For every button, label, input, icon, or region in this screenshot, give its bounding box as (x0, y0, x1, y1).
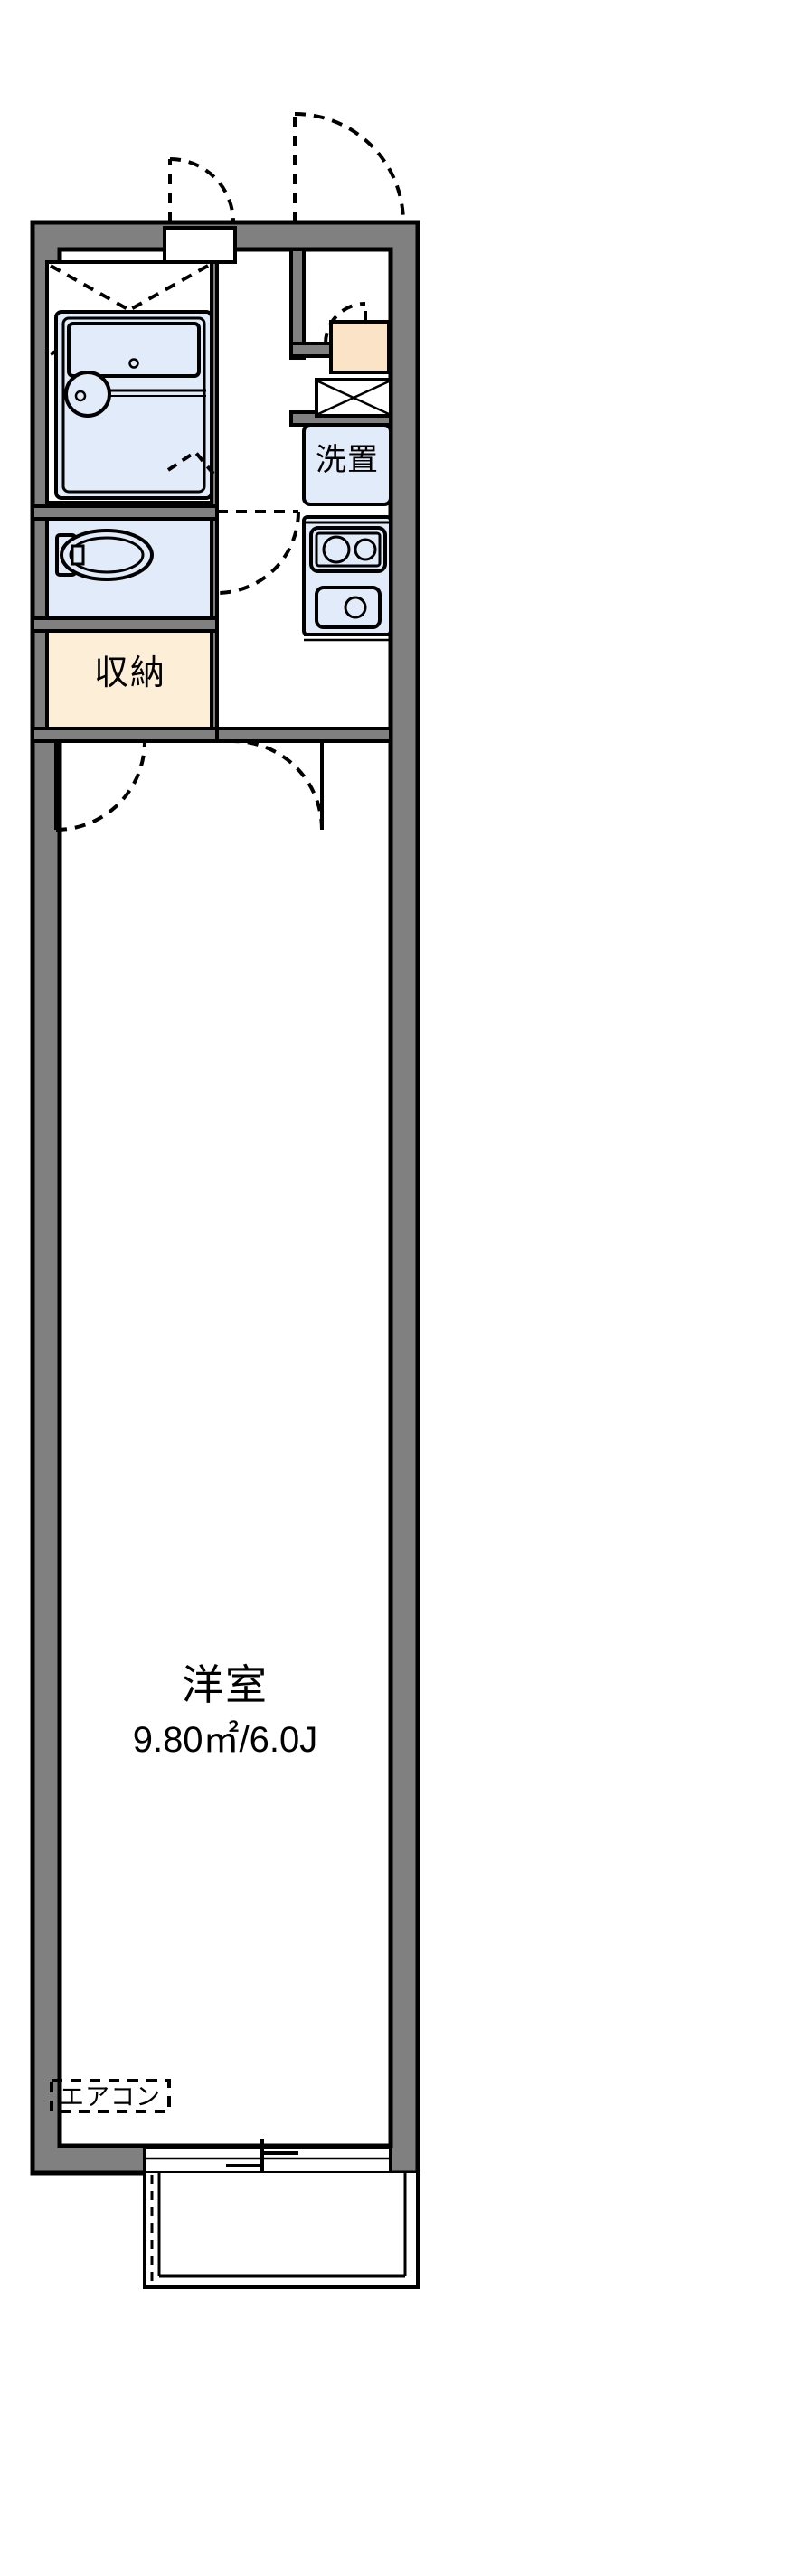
toilet-room (45, 517, 213, 620)
aircon-box (50, 2079, 171, 2113)
entrance-area (163, 226, 392, 418)
kitchen-area (302, 423, 392, 642)
closet-area (45, 629, 213, 730)
balcony-window (143, 2139, 420, 2289)
door-jambs (54, 741, 324, 830)
unit-bath (45, 260, 215, 504)
